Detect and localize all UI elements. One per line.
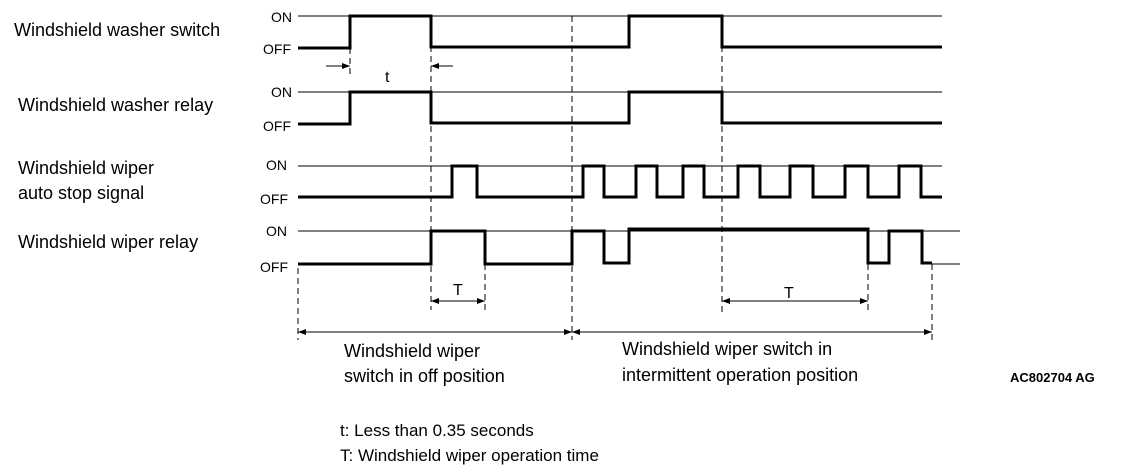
- auto-stop-on-label: ON: [266, 157, 287, 173]
- auto-stop-signal-label-line2: auto stop signal: [18, 183, 144, 203]
- off-position-span: [298, 329, 572, 335]
- t-dimension: [326, 63, 453, 69]
- T-definition-note: T: Windshield wiper operation time: [340, 446, 599, 465]
- off-position-label-line1: Windshield wiper: [344, 341, 480, 361]
- first-T-dimension: [431, 298, 485, 304]
- second-T-marker-label: T: [784, 285, 794, 302]
- t-definition-note: t: Less than 0.35 seconds: [340, 421, 534, 440]
- t-marker-label: t: [385, 69, 390, 86]
- off-position-label-line2: switch in off position: [344, 366, 505, 386]
- washer-switch-label: Windshield washer switch: [14, 20, 220, 40]
- washer-switch-waveform: [298, 14, 942, 50]
- wiper-relay-off-label: OFF: [260, 259, 288, 275]
- wiper-relay-waveform: [298, 227, 932, 266]
- second-T-dimension: [722, 298, 868, 304]
- washer-relay-on-label: ON: [271, 84, 292, 100]
- washer-relay-label: Windshield washer relay: [18, 95, 213, 115]
- washer-relay-waveform: [298, 90, 942, 126]
- wiper-relay-on-label: ON: [266, 223, 287, 239]
- intermittent-label-line1: Windshield wiper switch in: [622, 339, 832, 359]
- wiper-relay-label: Windshield wiper relay: [18, 232, 198, 252]
- washer-switch-on-label: ON: [271, 9, 292, 25]
- intermittent-label-line2: intermittent operation position: [622, 365, 858, 385]
- first-T-marker-label: T: [453, 282, 463, 299]
- figure-code: AC802704 AG: [1010, 370, 1095, 385]
- washer-relay-off-label: OFF: [263, 118, 291, 134]
- washer-switch-off-label: OFF: [263, 41, 291, 57]
- auto-stop-signal-label-line1: Windshield wiper: [18, 158, 154, 178]
- auto-stop-signal-waveform: [298, 164, 942, 199]
- intermittent-span: [572, 329, 932, 335]
- auto-stop-off-label: OFF: [260, 191, 288, 207]
